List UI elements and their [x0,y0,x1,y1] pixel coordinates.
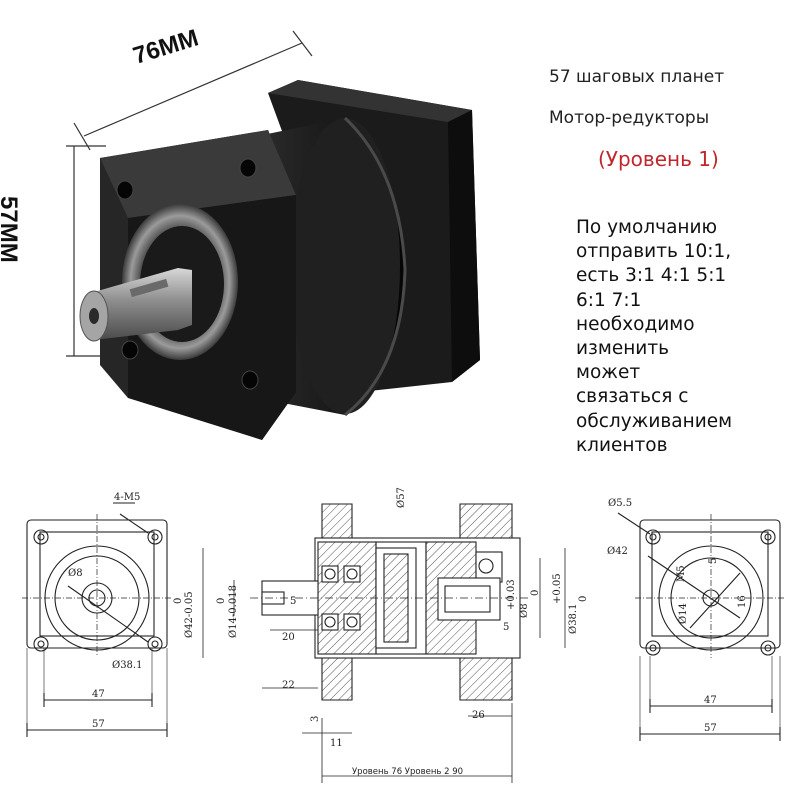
product-title-line-2: Мотор-редукторы [549,108,710,128]
front-shaft-dia-label: Ø8 [68,568,83,579]
rear-key-label: 5 [708,558,719,564]
side-shaft-zero: 0 [216,598,227,604]
side-shaft-length: 20 [282,632,295,643]
side-key-small: 5 [503,622,509,633]
side-input-bore: Ø8 [519,603,530,618]
ratio-description: По умолчанию отправить 10:1, есть 3:1 4:… [576,216,776,458]
description-line: есть 3:1 4:1 5:1 [576,265,727,287]
rear-view [617,512,785,741]
description-line: связаться с [576,386,689,408]
front-inner-width: 47 [92,689,105,700]
description-line: обслуживанием [576,410,733,432]
side-pilot-label: Ø42-0.05 [184,591,195,638]
side-flange-dia: Ø57 [396,487,407,508]
side-input-zero: 0 [530,590,541,596]
description-line: 6:1 7:1 [576,289,642,311]
output-shaft [79,268,192,342]
height-dimension-label: 57MM [0,196,22,263]
side-view-dimensions [202,548,566,783]
front-holes-label: 4-M5 [114,492,140,503]
description-line: изменить [576,338,669,360]
side-shaft-label: Ø14-0.018 [228,585,239,638]
side-input-pilot-zero: 0 [578,596,589,602]
rear-outer-width: 57 [704,723,717,734]
side-key-width: 5 [290,596,296,607]
front-circle-label: Ø38.1 [112,660,142,671]
technical-drawing: 4-M5 Ø8 Ø38.1 47 57 [22,487,785,783]
rear-inner-width: 47 [704,695,717,706]
rear-thread-label: M5 [676,565,687,582]
side-view [250,503,530,701]
side-overall-shaft: 22 [282,680,295,691]
side-flange-thick: 3 [310,716,321,722]
side-pilot-length: 11 [330,738,343,749]
side-input-pilot-tol: +0.05 [552,573,563,604]
height-dimension-line [66,145,106,357]
product-photo [66,30,480,440]
front-flange [100,130,296,440]
rear-depth-label: 16 [737,595,748,608]
side-motor-length: 26 [472,710,485,721]
rear-bore-label: Ø14 [678,603,689,624]
product-title-line-1: 57 шаговых планет [549,67,725,87]
front-outer-width: 57 [92,719,105,730]
rear-hole-label: Ø5.5 [608,498,632,509]
side-pilot-zero: 0 [173,598,184,604]
description-line: По умолчанию [576,217,718,238]
front-view [22,502,172,737]
description-line: клиентов [576,434,668,456]
side-input-bore-tol: +0.03 [506,579,517,610]
level-label: (Уровень 1) [598,147,719,171]
side-caption: Уровень 76 Уровень 2 90 [352,767,463,777]
description-line: необходимо [576,313,695,335]
side-input-pilot: Ø38.1 [568,604,579,634]
description-line: отправить 10:1, [576,241,732,263]
description-line: может [576,362,641,384]
rear-circle-label: Ø42 [607,546,628,557]
